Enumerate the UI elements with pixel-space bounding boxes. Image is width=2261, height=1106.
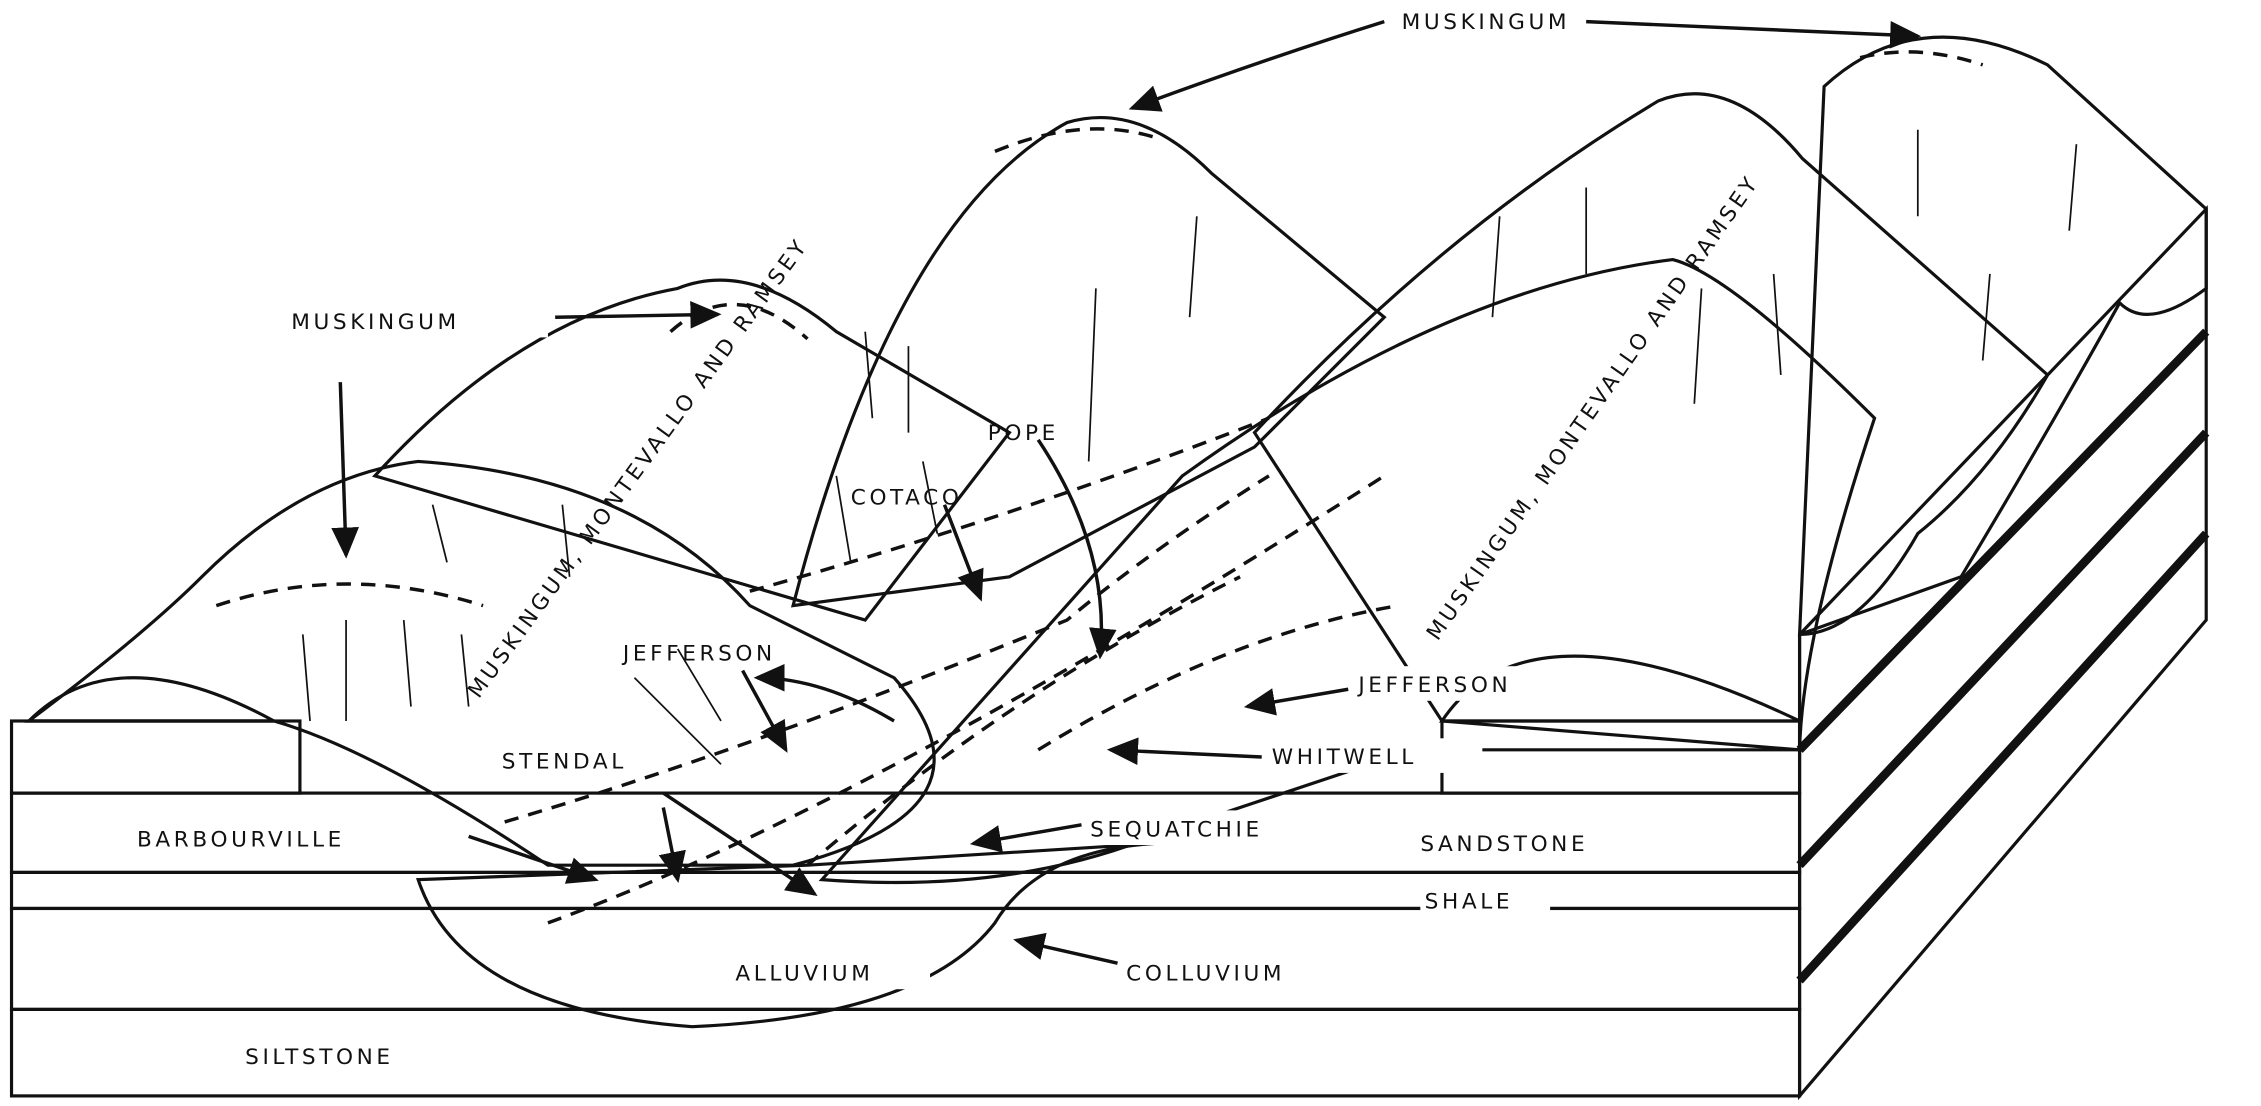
label-barbourville: BARBOURVILLE	[137, 827, 345, 852]
arrows	[331, 19, 1922, 965]
label-sequatchie: SEQUATCHIE	[1090, 817, 1263, 842]
label-muskingum-top: MUSKINGUM	[1402, 10, 1571, 35]
label-alluvium: ALLUVIUM	[735, 962, 873, 987]
label-muskingum-left: MUSKINGUM	[291, 310, 460, 335]
soil-boundaries	[215, 50, 1984, 925]
label-pope: POPE	[988, 421, 1059, 446]
label-sandstone: SANDSTONE	[1420, 832, 1588, 857]
label-jefferson-left: JEFFERSON	[621, 641, 776, 666]
label-mmr-right: MUSKINGUM, MONTEVALLO AND RAMSEY	[1422, 171, 1765, 646]
labels: MUSKINGUM MUSKINGUM MUSKINGUM, MONTEVALL…	[132, 2, 1765, 1073]
label-jefferson-right: JEFFERSON	[1356, 673, 1511, 698]
label-siltstone: SILTSTONE	[245, 1045, 394, 1070]
hills	[24, 35, 2208, 885]
label-colluvium: COLLUVIUM	[1126, 962, 1285, 987]
label-whitwell: WHITWELL	[1272, 745, 1417, 770]
label-shale: SHALE	[1425, 889, 1513, 914]
label-cotaco: COTACO	[851, 486, 963, 511]
label-stendal: STENDAL	[502, 750, 627, 775]
strata-side	[1796, 205, 2210, 1101]
drainage-lines	[301, 129, 2078, 765]
